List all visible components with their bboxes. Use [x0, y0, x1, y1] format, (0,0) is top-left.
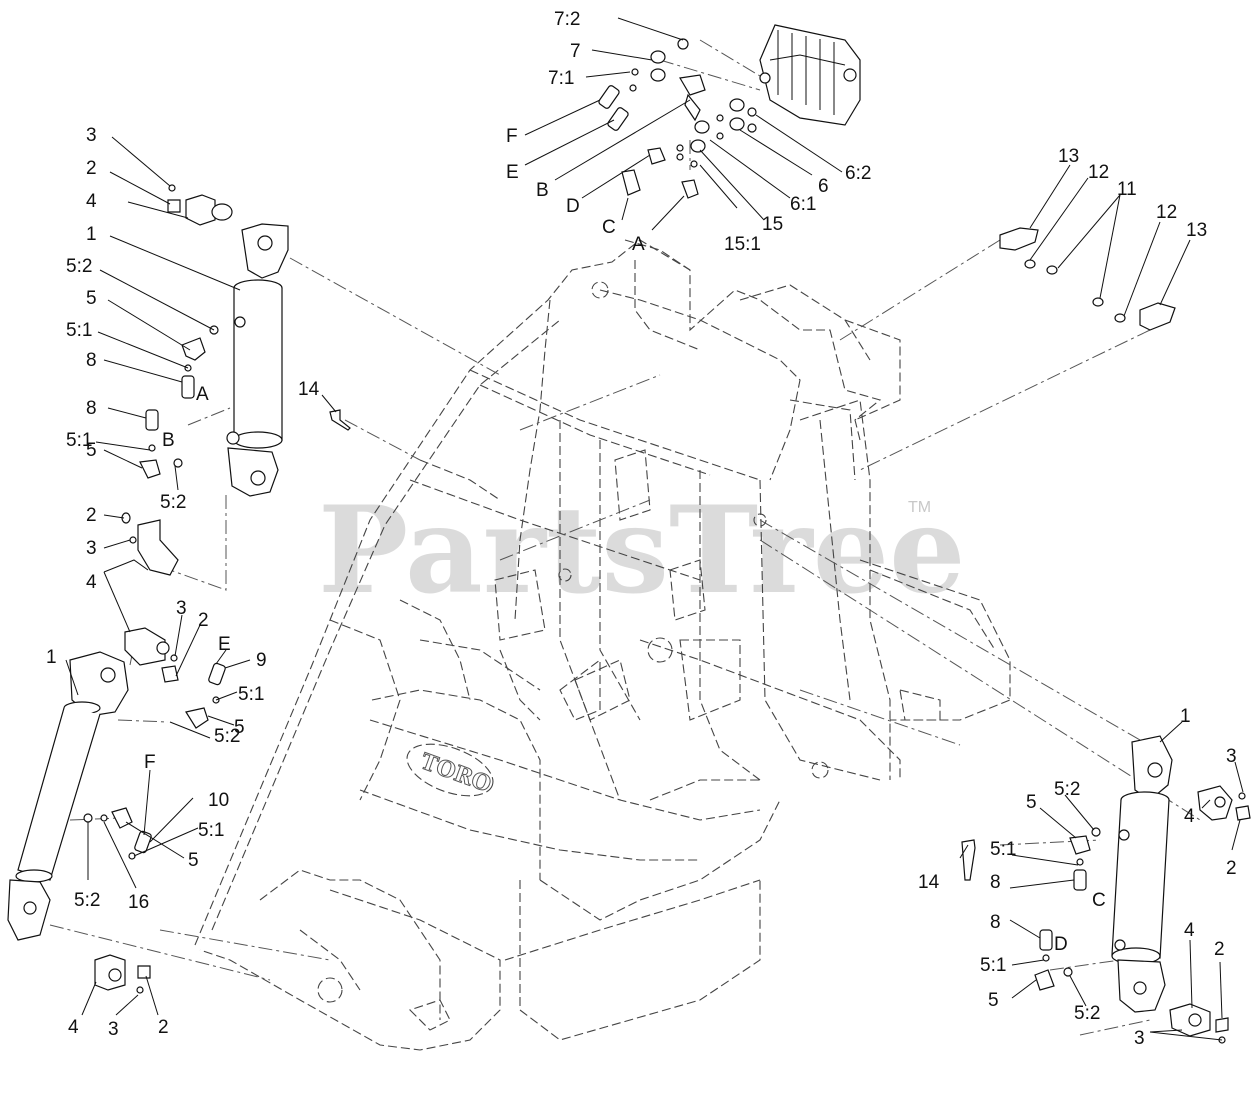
label-upper-5: 5 [86, 288, 97, 309]
label-6-2: 6:2 [845, 163, 871, 184]
label-right-5-2b: 5:2 [1074, 1003, 1100, 1024]
label-right-5b: 5 [988, 990, 999, 1011]
label-right-2: 2 [1226, 858, 1237, 879]
control-valve [759, 24, 861, 126]
label-upper-3b: 3 [86, 538, 97, 559]
label-lower-5-2: 5:2 [214, 726, 240, 747]
label-7-2: 7:2 [554, 9, 580, 30]
watermark-trademark: TM [908, 499, 931, 516]
label-13b: 13 [1186, 220, 1207, 241]
label-E: E [506, 162, 519, 183]
label-upper-3: 3 [86, 125, 97, 146]
label-right-C: C [1092, 890, 1106, 911]
label-upper-A: A [196, 384, 209, 405]
label-right-2b: 2 [1214, 939, 1225, 960]
label-12a: 12 [1088, 162, 1109, 183]
callout-labels: 7:2 7 7:1 F E B D C A 15:1 15 6:1 6 6:2 … [46, 9, 1237, 1049]
label-11: 11 [1117, 179, 1137, 200]
label-right-8b: 8 [990, 912, 1001, 933]
label-upper-2: 2 [86, 158, 97, 179]
label-lower-3: 3 [176, 598, 187, 619]
label-6: 6 [818, 176, 829, 197]
right-cylinder [961, 735, 1251, 1044]
label-upper-5-2b: 5:2 [160, 492, 186, 513]
label-right-4b: 4 [1184, 920, 1195, 941]
label-lower-9: 9 [256, 650, 267, 671]
label-right-8: 8 [990, 872, 1001, 893]
label-lower-5-2b: 5:2 [74, 890, 100, 911]
label-lower-10: 10 [208, 790, 229, 811]
toro-brand-label: TORO [417, 748, 494, 797]
label-lower-2: 2 [198, 610, 209, 631]
label-right-5: 5 [1026, 792, 1037, 813]
label-lower-16: 16 [128, 892, 149, 913]
label-right-4: 4 [1184, 806, 1195, 827]
label-lower-3b: 3 [108, 1019, 119, 1040]
label-A: A [632, 234, 645, 255]
label-upper-5-1: 5:1 [66, 320, 92, 341]
label-right-5-1: 5:1 [990, 839, 1016, 860]
lower-left-cylinder [7, 651, 226, 994]
label-right-5-2: 5:2 [1054, 779, 1080, 800]
label-right-3b: 3 [1134, 1028, 1145, 1049]
label-6-1: 6:1 [790, 194, 816, 215]
label-lower-1: 1 [46, 647, 57, 668]
label-7: 7 [570, 41, 581, 62]
label-upper-5b: 5 [86, 440, 97, 461]
label-D: D [566, 196, 580, 217]
label-15: 15 [762, 214, 783, 235]
label-right-14: 14 [918, 872, 940, 893]
label-F: F [506, 126, 518, 147]
label-C: C [602, 217, 616, 238]
label-upper-5-2: 5:2 [66, 256, 92, 277]
label-lower-F: F [144, 752, 156, 773]
label-right-D: D [1054, 934, 1068, 955]
label-14-center: 14 [298, 379, 320, 400]
loader-frame: TORO [194, 239, 1011, 1051]
label-lower-4b: 4 [68, 1017, 79, 1038]
phantom-lines [49, 39, 1201, 1036]
label-upper-8: 8 [86, 350, 97, 371]
label-12b: 12 [1156, 202, 1177, 223]
label-lower-5b: 5 [188, 850, 199, 871]
label-B: B [536, 180, 549, 201]
label-upper-2b: 2 [86, 505, 97, 526]
label-lower-5: 5 [234, 717, 245, 738]
label-right-3: 3 [1226, 746, 1237, 767]
label-lower-5-1b: 5:1 [198, 820, 224, 841]
label-13a: 13 [1058, 146, 1079, 167]
label-upper-5-1b: 5:1 [66, 430, 92, 451]
upper-left-cylinder [121, 184, 289, 683]
label-upper-4: 4 [86, 191, 97, 212]
label-7-1: 7:1 [548, 68, 574, 89]
label-upper-8b: 8 [86, 398, 97, 419]
label-upper-4b: 4 [86, 572, 97, 593]
label-right-5-1b: 5:1 [980, 955, 1006, 976]
valve-fittings [598, 38, 757, 199]
watermark: PartsTree [318, 480, 965, 621]
label-lower-5-1: 5:1 [238, 684, 264, 705]
label-upper-1: 1 [86, 224, 97, 245]
leader-lines [65, 17, 1244, 1041]
label-lower-E: E [218, 634, 231, 655]
label-15-1: 15:1 [724, 234, 761, 255]
label-lower-2b: 2 [158, 1017, 169, 1038]
label-upper-B: B [162, 430, 175, 451]
hose-clamps [329, 227, 1176, 431]
label-right-1: 1 [1180, 706, 1191, 727]
